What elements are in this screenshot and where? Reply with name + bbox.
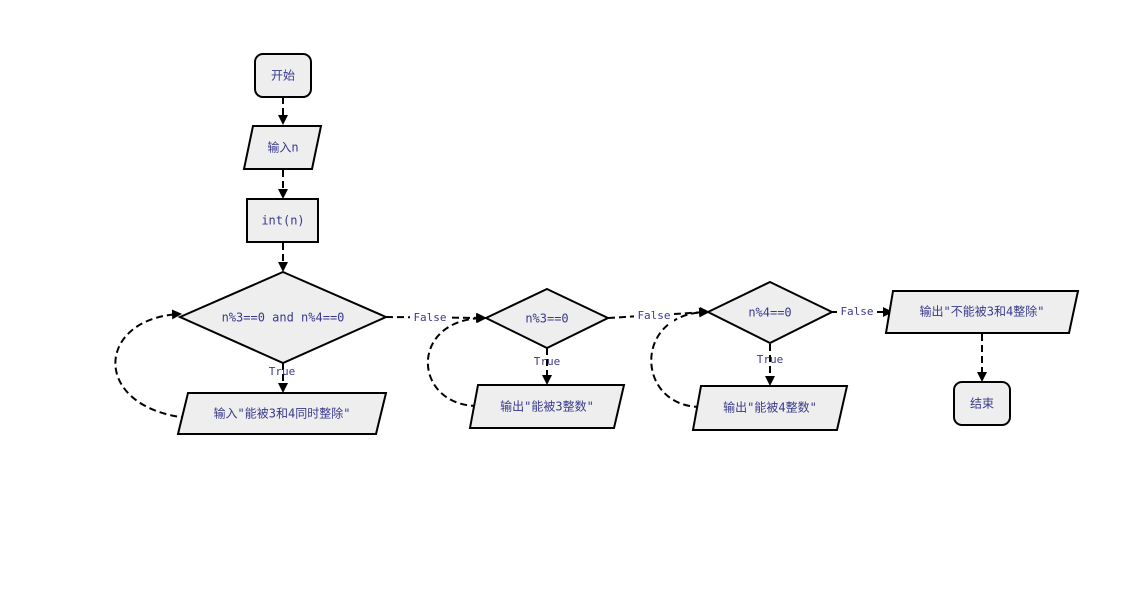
edge-labels: False True False True False True bbox=[269, 305, 877, 378]
node-cond-4[interactable]: n%4==0 bbox=[705, 280, 835, 345]
edge-label-true-1: True bbox=[269, 365, 296, 378]
node-out-4[interactable]: 输出"能被4整数" bbox=[691, 385, 849, 431]
node-input-n-label: 输入n bbox=[267, 140, 298, 155]
edge-label-false-3: False bbox=[840, 305, 873, 318]
node-out-none-label: 输出"不能被3和4整除" bbox=[920, 304, 1045, 319]
node-out-none[interactable]: 输出"不能被3和4整除" bbox=[884, 290, 1080, 334]
node-int-n[interactable]: int(n) bbox=[246, 198, 319, 243]
node-out-4-label: 输出"能被4整数" bbox=[723, 400, 817, 415]
node-cond-both[interactable]: n%3==0 and n%4==0 bbox=[177, 270, 389, 365]
node-out-both-label: 输入"能被3和4同时整除" bbox=[214, 406, 351, 421]
node-cond-4-label: n%4==0 bbox=[748, 306, 791, 320]
edge-out-4-loop bbox=[650, 307, 710, 408]
node-out-3-label: 输出"能被3整数" bbox=[500, 399, 594, 414]
node-int-n-label: int(n) bbox=[261, 214, 304, 228]
node-end[interactable]: 结束 bbox=[953, 381, 1011, 426]
node-start-label: 开始 bbox=[271, 69, 295, 83]
node-start[interactable]: 开始 bbox=[254, 53, 312, 98]
edges bbox=[114, 97, 987, 419]
node-cond-both-label: n%3==0 and n%4==0 bbox=[222, 311, 345, 325]
edge-label-true-3: True bbox=[757, 353, 784, 366]
edge-out-both-loop bbox=[114, 309, 189, 419]
edge-label-true-2: True bbox=[534, 355, 561, 368]
edge-out-3-loop bbox=[426, 313, 487, 407]
edge-label-false-1: False bbox=[413, 311, 446, 324]
node-cond-3-label: n%3==0 bbox=[525, 312, 568, 326]
node-end-label: 结束 bbox=[970, 397, 994, 411]
node-cond-3[interactable]: n%3==0 bbox=[483, 287, 611, 350]
edge-label-false-2: False bbox=[637, 309, 670, 322]
node-input-n[interactable]: 输入n bbox=[242, 125, 323, 170]
node-out-3[interactable]: 输出"能被3整数" bbox=[468, 384, 626, 429]
node-out-both[interactable]: 输入"能被3和4同时整除" bbox=[176, 392, 388, 435]
